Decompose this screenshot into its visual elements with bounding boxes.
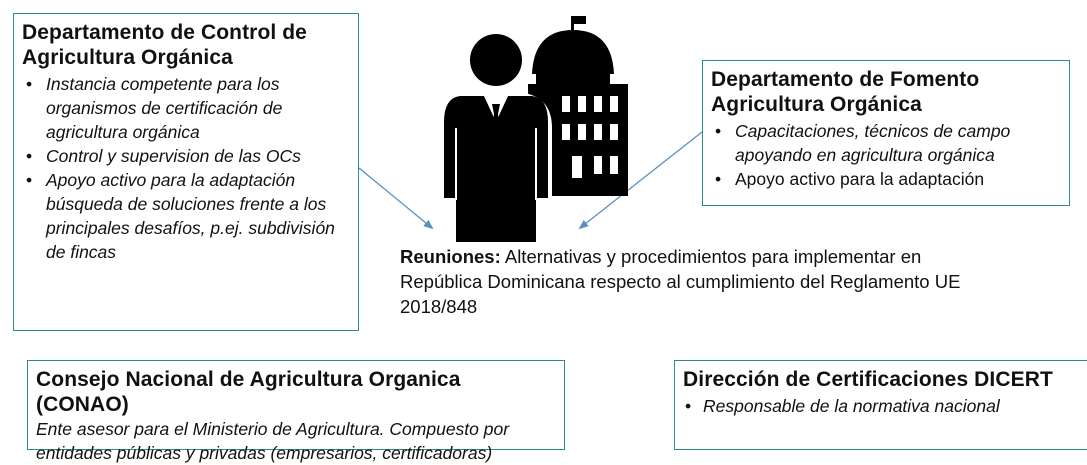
list-item: Instancia competente para los organismos…	[22, 72, 350, 144]
list-item: Responsable de la normativa nacional	[683, 394, 1085, 418]
reuniones-text: Reuniones: Alternativas y procedimientos…	[400, 244, 1000, 319]
conao-box: Consejo Nacional de Agricultura Organica…	[27, 360, 565, 463]
list-item: Apoyo activo para la adaptación	[711, 167, 1061, 191]
reuniones-description: Alternativas y procedimientos para imple…	[400, 246, 961, 317]
list-item: Capacitaciones, técnicos de campo apoyan…	[711, 119, 1061, 167]
conao-description: Ente asesor para el Ministerio de Agricu…	[36, 419, 510, 463]
dicert-box: Dirección de Certificaciones DICERT Resp…	[674, 360, 1087, 450]
conao-title: Consejo Nacional de Agricultura Organica…	[36, 368, 461, 416]
arrow-fomento-to-reuniones	[578, 131, 703, 230]
fomento-department-list: Capacitaciones, técnicos de campo apoyan…	[711, 119, 1061, 191]
control-department-box: Departamento de Control de Agricultura O…	[13, 13, 359, 331]
official-government-building-icon	[440, 10, 640, 247]
dicert-title: Dirección de Certificaciones DICERT	[683, 368, 1053, 391]
reuniones-label: Reuniones:	[400, 246, 501, 267]
control-department-title: Departamento de Control de Agricultura O…	[22, 21, 307, 69]
connector-arrows	[358, 131, 703, 230]
arrow-control-to-reuniones	[358, 167, 434, 230]
fomento-department-title: Departamento de Fomento Agricultura Orgá…	[711, 68, 980, 116]
fomento-department-box: Departamento de Fomento Agricultura Orgá…	[702, 60, 1070, 206]
dicert-list: Responsable de la normativa nacional	[683, 394, 1085, 418]
control-department-list: Instancia competente para los organismos…	[22, 72, 350, 264]
list-item: Apoyo activo para la adaptación búsqueda…	[22, 168, 350, 264]
list-item: Control y supervision de las OCs	[22, 144, 350, 168]
